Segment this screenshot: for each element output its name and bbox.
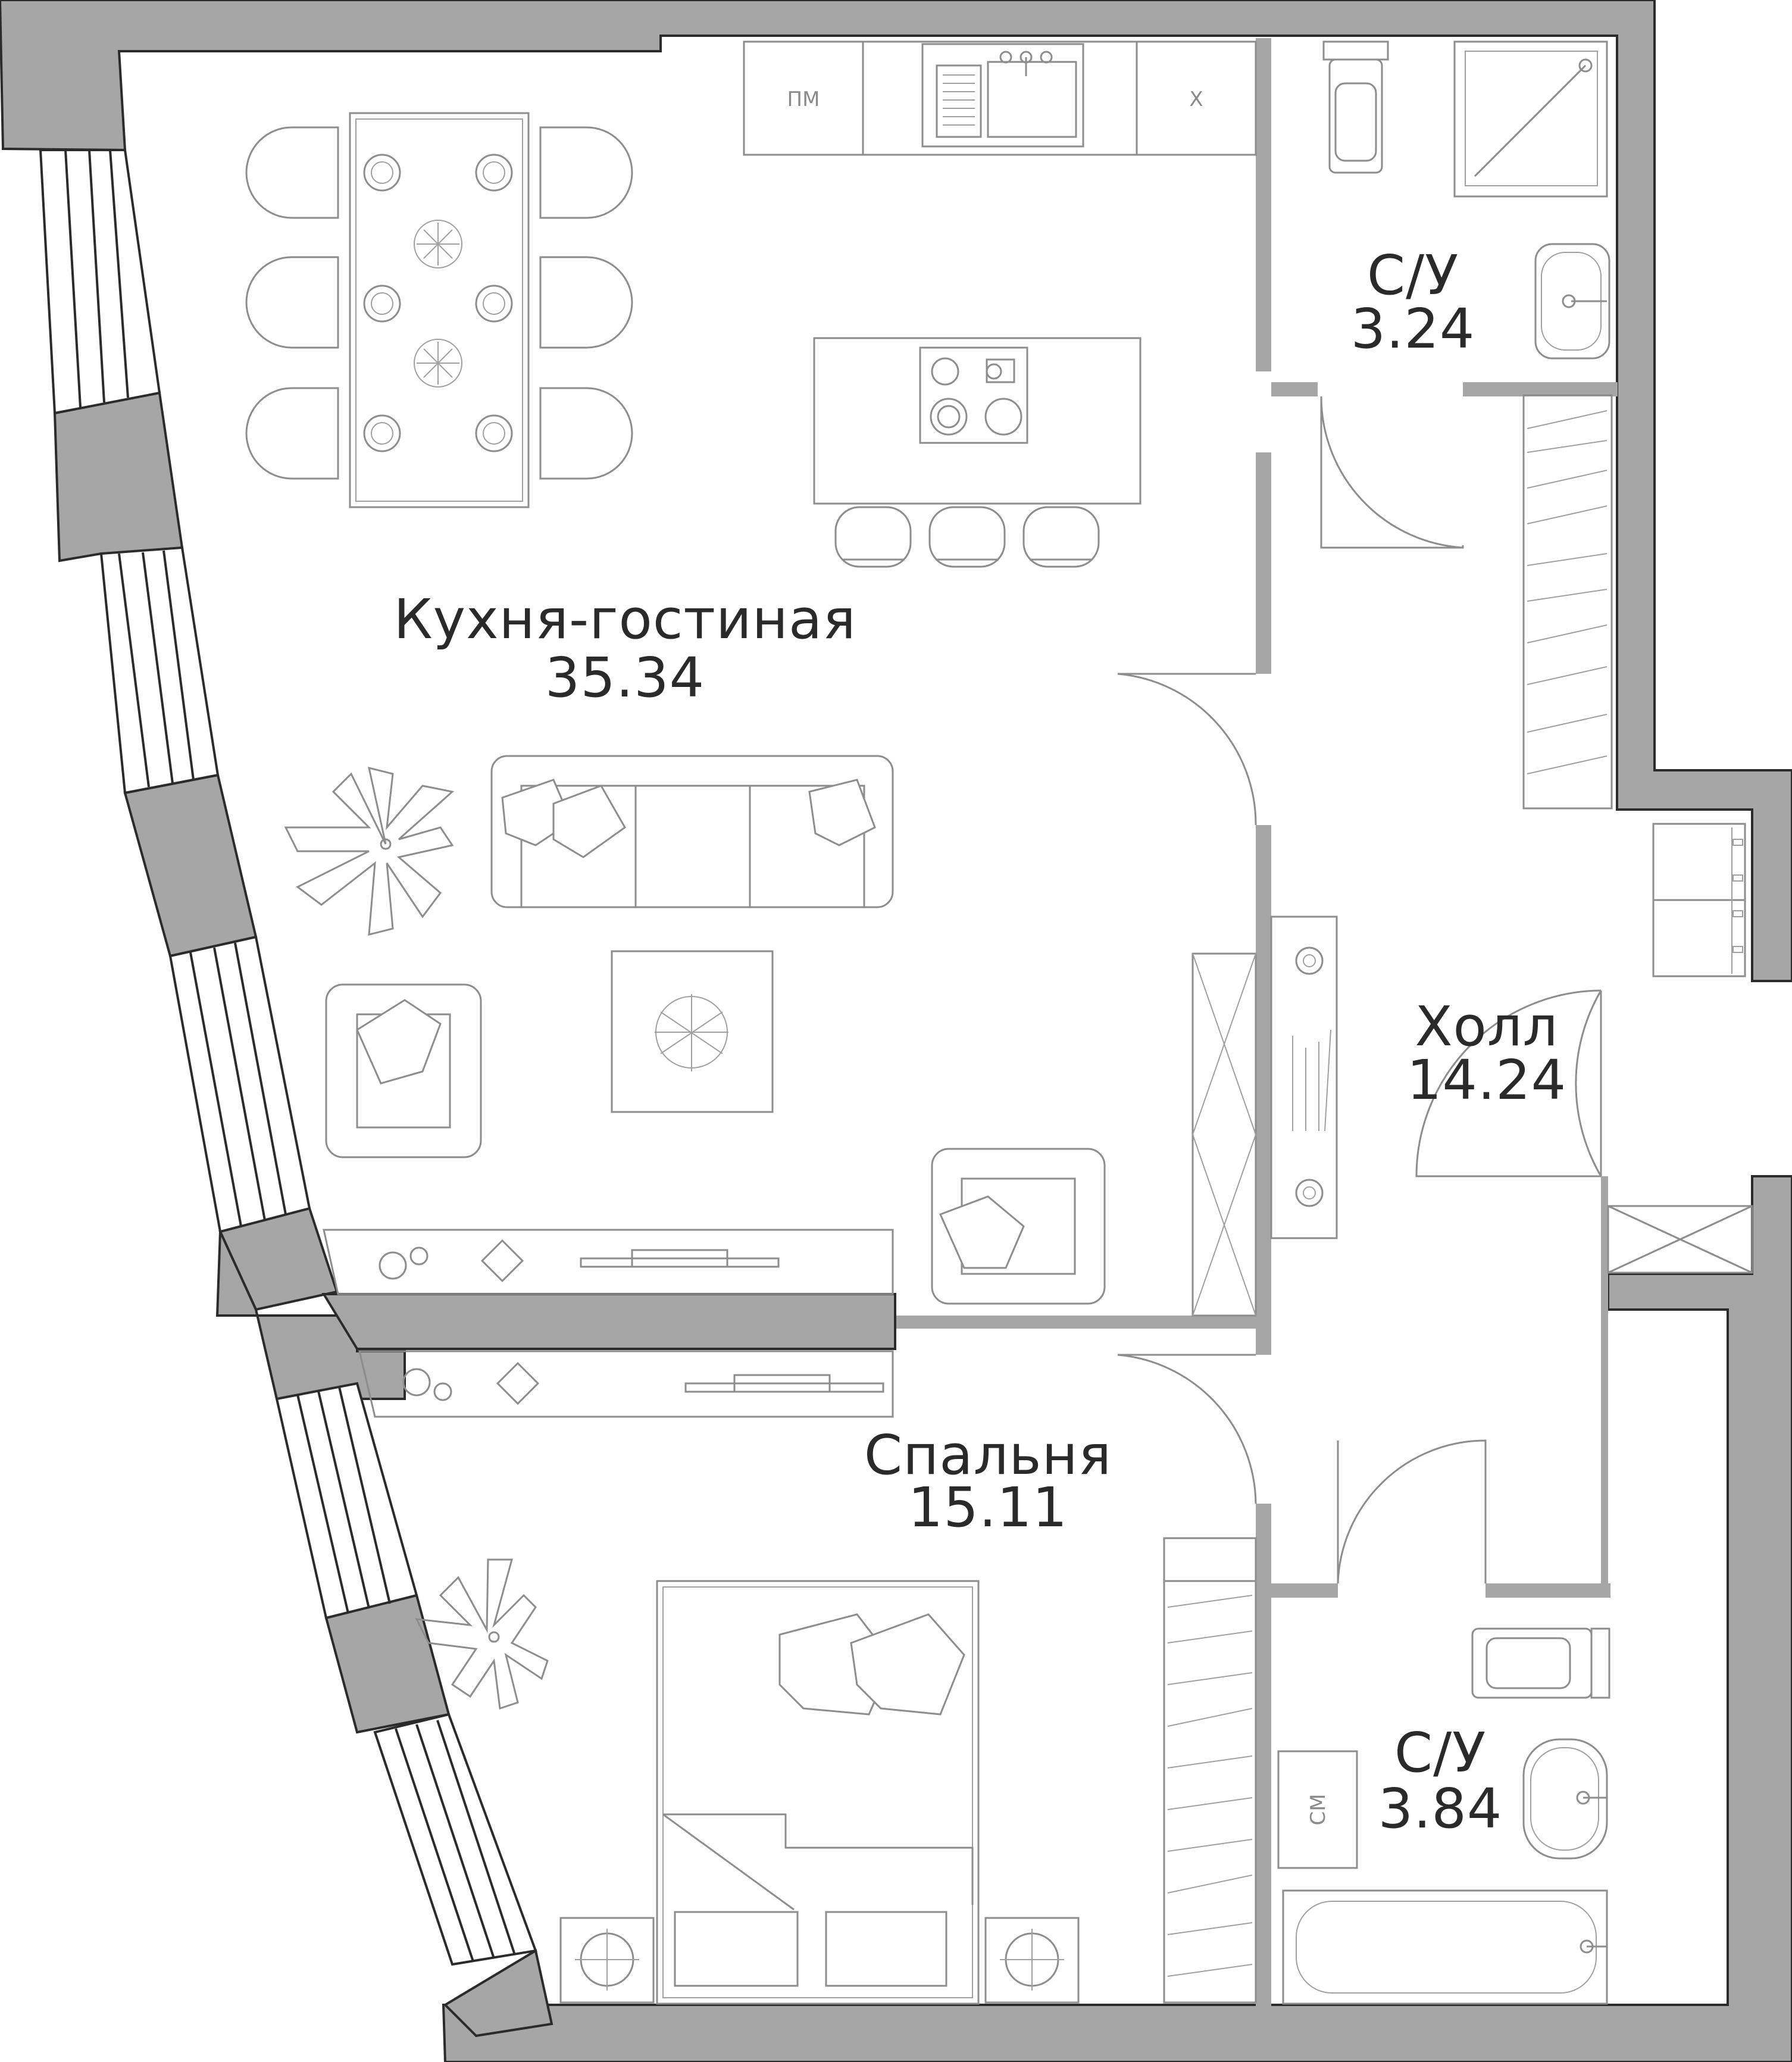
- interior-partitions: [321, 38, 1618, 2006]
- room-name: Холл: [1415, 995, 1559, 1058]
- room-area: 15.11: [908, 1476, 1068, 1539]
- sink-icon: [1522, 1738, 1608, 1860]
- kitchen-island-icon: [813, 337, 1141, 568]
- shower-icon: [1453, 40, 1608, 198]
- room-label-bathroom-2: С/У 3.84: [1378, 1721, 1503, 1841]
- room-name: Кухня-гостиная: [393, 588, 856, 651]
- nightstand-right: [984, 1917, 1080, 2004]
- dining-table-icon: [245, 112, 633, 508]
- room-label-bathroom-1: С/У 3.24: [1351, 243, 1475, 361]
- toilet-icon: [1322, 40, 1389, 174]
- room-area: 35.34: [545, 646, 705, 710]
- room-area: 14.24: [1407, 1048, 1566, 1112]
- tv-wall-unit: [1191, 916, 1338, 1317]
- toilet-icon: [1471, 1627, 1610, 1699]
- wardrobe-icon: [1522, 394, 1613, 810]
- nightstand-left: [559, 1917, 655, 2004]
- washer-label: СМ: [1306, 1794, 1330, 1825]
- kitchen-counter: [743, 40, 1257, 156]
- room-label-bedroom: Спальня 15.11: [864, 1423, 1112, 1539]
- window-icon: [39, 149, 537, 1966]
- room-name: С/У: [1394, 1721, 1486, 1785]
- room-name: С/У: [1367, 243, 1459, 307]
- bathtub-icon: [1282, 1889, 1608, 2005]
- room-label-hall: Холл 14.24: [1407, 995, 1566, 1112]
- room-area: 3.24: [1351, 297, 1475, 361]
- fridge-label: Х: [1189, 88, 1203, 111]
- bedroom-console: [358, 1350, 894, 1418]
- sofa-icon: [490, 755, 894, 908]
- room-label-kitchen-living: Кухня-гостиная 35.34: [393, 588, 856, 710]
- coffee-table: [611, 950, 774, 1113]
- dishwasher-label: ПМ: [787, 88, 820, 111]
- bed-icon: [656, 1580, 980, 2005]
- sink-icon: [1534, 243, 1610, 360]
- wardrobe-icon: [1163, 1537, 1257, 2004]
- plant-icon: [415, 1558, 549, 1710]
- door-icon: [1117, 396, 1602, 1584]
- armchair-icon: [325, 983, 482, 1158]
- hall-bench: [1652, 823, 1746, 977]
- room-name: Спальня: [864, 1423, 1112, 1487]
- hall-cabinet: [1607, 1205, 1753, 1274]
- tv-console: [323, 1229, 894, 1295]
- armchair-icon: [931, 1148, 1106, 1305]
- plant-icon: [284, 766, 455, 936]
- room-area: 3.84: [1378, 1777, 1503, 1841]
- washer-icon: [1277, 1750, 1358, 1869]
